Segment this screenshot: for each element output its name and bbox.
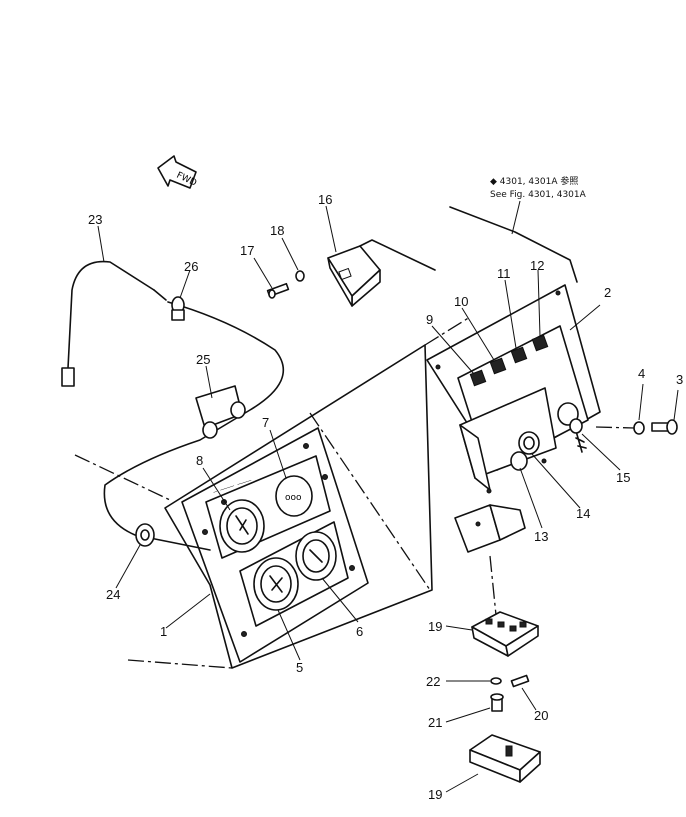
switch-panel <box>426 284 601 494</box>
callout-22: 22 <box>426 674 440 689</box>
note-line-2: See Fig. 4301, 4301A <box>490 190 587 200</box>
gauge-panel: ooo — ———— ———— <box>181 427 369 663</box>
callout-7: 7 <box>262 415 269 430</box>
cable-23 <box>61 260 285 551</box>
callout-24: 24 <box>106 587 120 602</box>
callout-17: 17 <box>240 243 254 258</box>
svg-text:ooo: ooo <box>285 493 302 503</box>
callout-12: 12 <box>530 258 544 273</box>
callout-11: 11 <box>497 266 511 281</box>
clamp-25 <box>195 385 246 439</box>
relay-16 <box>327 239 436 307</box>
fuse-box-upper <box>471 611 539 657</box>
washer-18 <box>295 270 305 282</box>
callout-26: 26 <box>184 259 198 274</box>
fwd-arrow-icon: FWD <box>157 155 198 189</box>
callout-3: 3 <box>676 372 683 387</box>
callout-13: 13 <box>534 529 548 544</box>
callout-labels: 1 2 3 4 5 6 7 8 9 10 11 12 13 14 15 16 1… <box>88 192 683 802</box>
callout-6: 6 <box>356 624 363 639</box>
callout-25: 25 <box>196 352 210 367</box>
callout-14: 14 <box>576 506 590 521</box>
callout-21: 21 <box>428 715 442 730</box>
grommet-24 <box>135 523 155 547</box>
callout-9: 9 <box>426 312 433 327</box>
washer-22 <box>490 677 502 685</box>
callout-2: 2 <box>604 285 611 300</box>
callout-20: 20 <box>534 708 548 723</box>
washer-4 <box>633 421 645 435</box>
leader-lines <box>97 205 679 793</box>
callout-15: 15 <box>616 470 630 485</box>
callout-5: 5 <box>296 660 303 675</box>
callout-4: 4 <box>638 366 645 381</box>
bracket <box>454 504 526 626</box>
fuse-box-cover <box>469 734 541 783</box>
callout-16: 16 <box>318 192 332 207</box>
bolt-21 <box>490 693 504 712</box>
pin-20 <box>510 674 530 688</box>
callout-19-upper: 19 <box>428 619 442 634</box>
note-line-1: ◆ 4301, 4301A 参照 <box>490 175 578 187</box>
reference-note: ◆ 4301, 4301A 参照 See Fig. 4301, 4301A <box>449 175 587 283</box>
bolt-3 <box>651 419 678 435</box>
callout-10: 10 <box>454 294 468 309</box>
callout-18: 18 <box>270 223 284 238</box>
bolt-17 <box>266 282 290 299</box>
callout-1: 1 <box>160 624 167 639</box>
clamp-26 <box>171 296 185 321</box>
callout-19-lower: 19 <box>428 787 442 802</box>
callout-23: 23 <box>88 212 102 227</box>
callout-8: 8 <box>196 453 203 468</box>
